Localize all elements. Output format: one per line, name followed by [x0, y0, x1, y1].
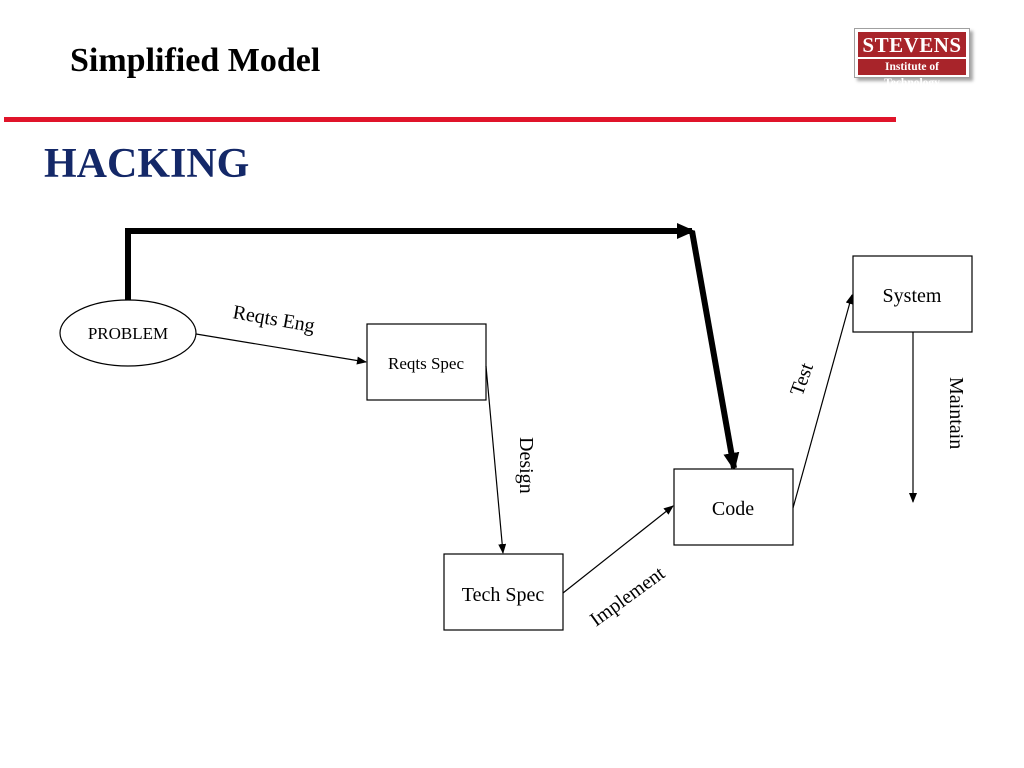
section-title: HACKING	[44, 141, 250, 187]
implement-arrow	[562, 505, 674, 594]
test-label: Test	[786, 360, 818, 399]
maintain-label: Maintain	[945, 377, 967, 449]
logo-name: STEVENS	[858, 32, 966, 57]
stevens-logo: STEVENS Institute of Technology	[854, 28, 970, 89]
tech-spec-label: Tech Spec	[462, 584, 545, 606]
tech-spec-node	[443, 553, 564, 631]
code-node	[673, 468, 794, 546]
hacking-shortcut-arrow	[125, 223, 695, 300]
reqts-eng-arrow	[195, 333, 367, 365]
problem-node	[59, 299, 197, 367]
implement-label: Implement	[586, 562, 669, 631]
reqts-eng-label: Reqts Eng	[231, 301, 316, 337]
system-label: System	[883, 285, 942, 307]
code-label: Code	[712, 498, 754, 520]
design-arrow	[485, 365, 507, 554]
test-arrow	[792, 294, 854, 509]
title-divider	[4, 117, 896, 122]
hacking-shortcut-arrow-down	[689, 230, 740, 471]
problem-label: PROBLEM	[88, 324, 168, 343]
slide-title: Simplified Model	[70, 42, 321, 79]
design-label: Design	[515, 437, 537, 494]
system-node	[852, 255, 973, 333]
reqts-spec-label: Reqts Spec	[388, 354, 464, 373]
logo-subtitle: Institute of Technology	[858, 59, 966, 89]
reqts-spec-node	[366, 323, 487, 401]
